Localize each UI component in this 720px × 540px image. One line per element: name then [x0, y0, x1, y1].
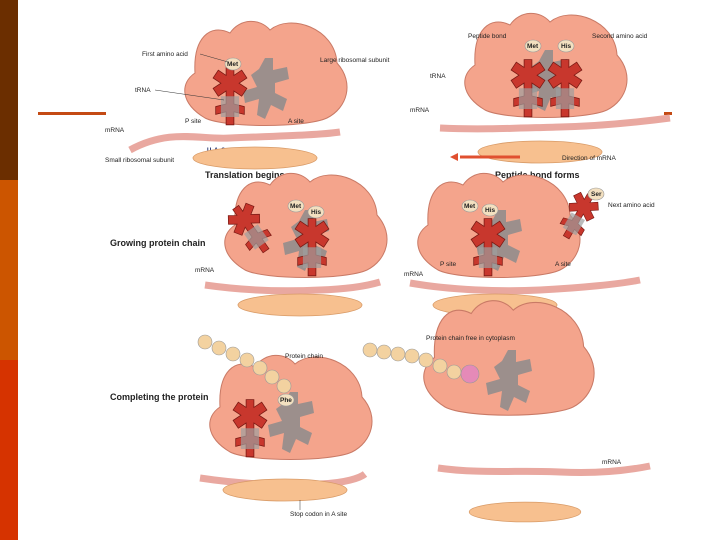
- p1-trna-label: tRNA: [135, 87, 151, 94]
- p3-his-label: His: [311, 209, 322, 216]
- p5-title-line: Completing the protein: [110, 392, 209, 402]
- p2-second-amino-acid-label: Second amino acid: [592, 33, 648, 40]
- sidebar-segment-bottom: [0, 360, 18, 540]
- p2-his-label: His: [561, 43, 572, 50]
- p2-caption: Peptide bond forms: [495, 170, 580, 180]
- p1-a-site-label: A site: [288, 118, 304, 125]
- panel-peptide-bond: Met His Peptide bond Second amino acid t…: [410, 12, 671, 180]
- p4-mrna-label: mRNA: [404, 271, 424, 278]
- p4-his-label: His: [485, 207, 496, 214]
- p5-phe-label: Phe: [280, 397, 292, 404]
- p1-small-subunit-label: Small ribosomal subunit: [105, 157, 174, 164]
- p2-peptide-bond-label: Peptide bond: [468, 33, 507, 40]
- panel-protein-released: Protein chain free in cytoplasm mRNA: [362, 300, 651, 523]
- sidebar-segment-middle: [0, 180, 18, 360]
- panel-growing-chain: Met His Growing protein chain mRNA: [110, 172, 388, 317]
- panel-next-amino-acid: Met His Ser Next amino acid P site A sit…: [404, 172, 655, 317]
- p1-large-subunit-label: Large ribosomal subunit: [320, 57, 390, 64]
- p3-met-label: Met: [290, 203, 302, 210]
- p4-p-site-label: P site: [440, 261, 457, 268]
- p4-a-site-label: A site: [555, 261, 571, 268]
- p1-mrna-label: mRNA: [105, 127, 125, 134]
- p2-trna-label: tRNA: [430, 73, 446, 80]
- p3-title-line: Growing protein chain: [110, 238, 206, 248]
- panel-completing-protein: Phe Protein chain Completing the protein…: [110, 334, 373, 518]
- p4-next-amino-acid-label: Next amino acid: [608, 202, 655, 209]
- title-rule-right: [664, 112, 672, 115]
- p2-met-label: Met: [527, 43, 539, 50]
- sidebar-segment-top: [0, 0, 18, 180]
- p5-protein-chain-label: Protein chain: [285, 353, 323, 360]
- p1-first-amino-acid-label: First amino acid: [142, 51, 188, 58]
- title-rule-left: [38, 112, 106, 115]
- p4-met-label: Met: [464, 203, 476, 210]
- p6-mrna-label: mRNA: [602, 459, 622, 466]
- p5-stop-codon-label: Stop codon in A site: [290, 511, 347, 518]
- p6-protein-free-label: Protein chain free in cytoplasm: [426, 335, 515, 342]
- panel-translation-begins: Met U A C A U G First amino acid Large r…: [105, 20, 390, 180]
- p3-mrna-label: mRNA: [195, 267, 215, 274]
- p1-p-site-label: P site: [185, 118, 202, 125]
- p1-met-label: Met: [227, 61, 239, 68]
- slide-sidebar: [0, 0, 18, 540]
- p2-mrna-label: mRNA: [410, 107, 430, 114]
- p1-caption: Translation begins: [205, 170, 285, 180]
- p2-direction-label: Direction of mRNA: [562, 155, 616, 162]
- p4-ser-label: Ser: [591, 191, 602, 198]
